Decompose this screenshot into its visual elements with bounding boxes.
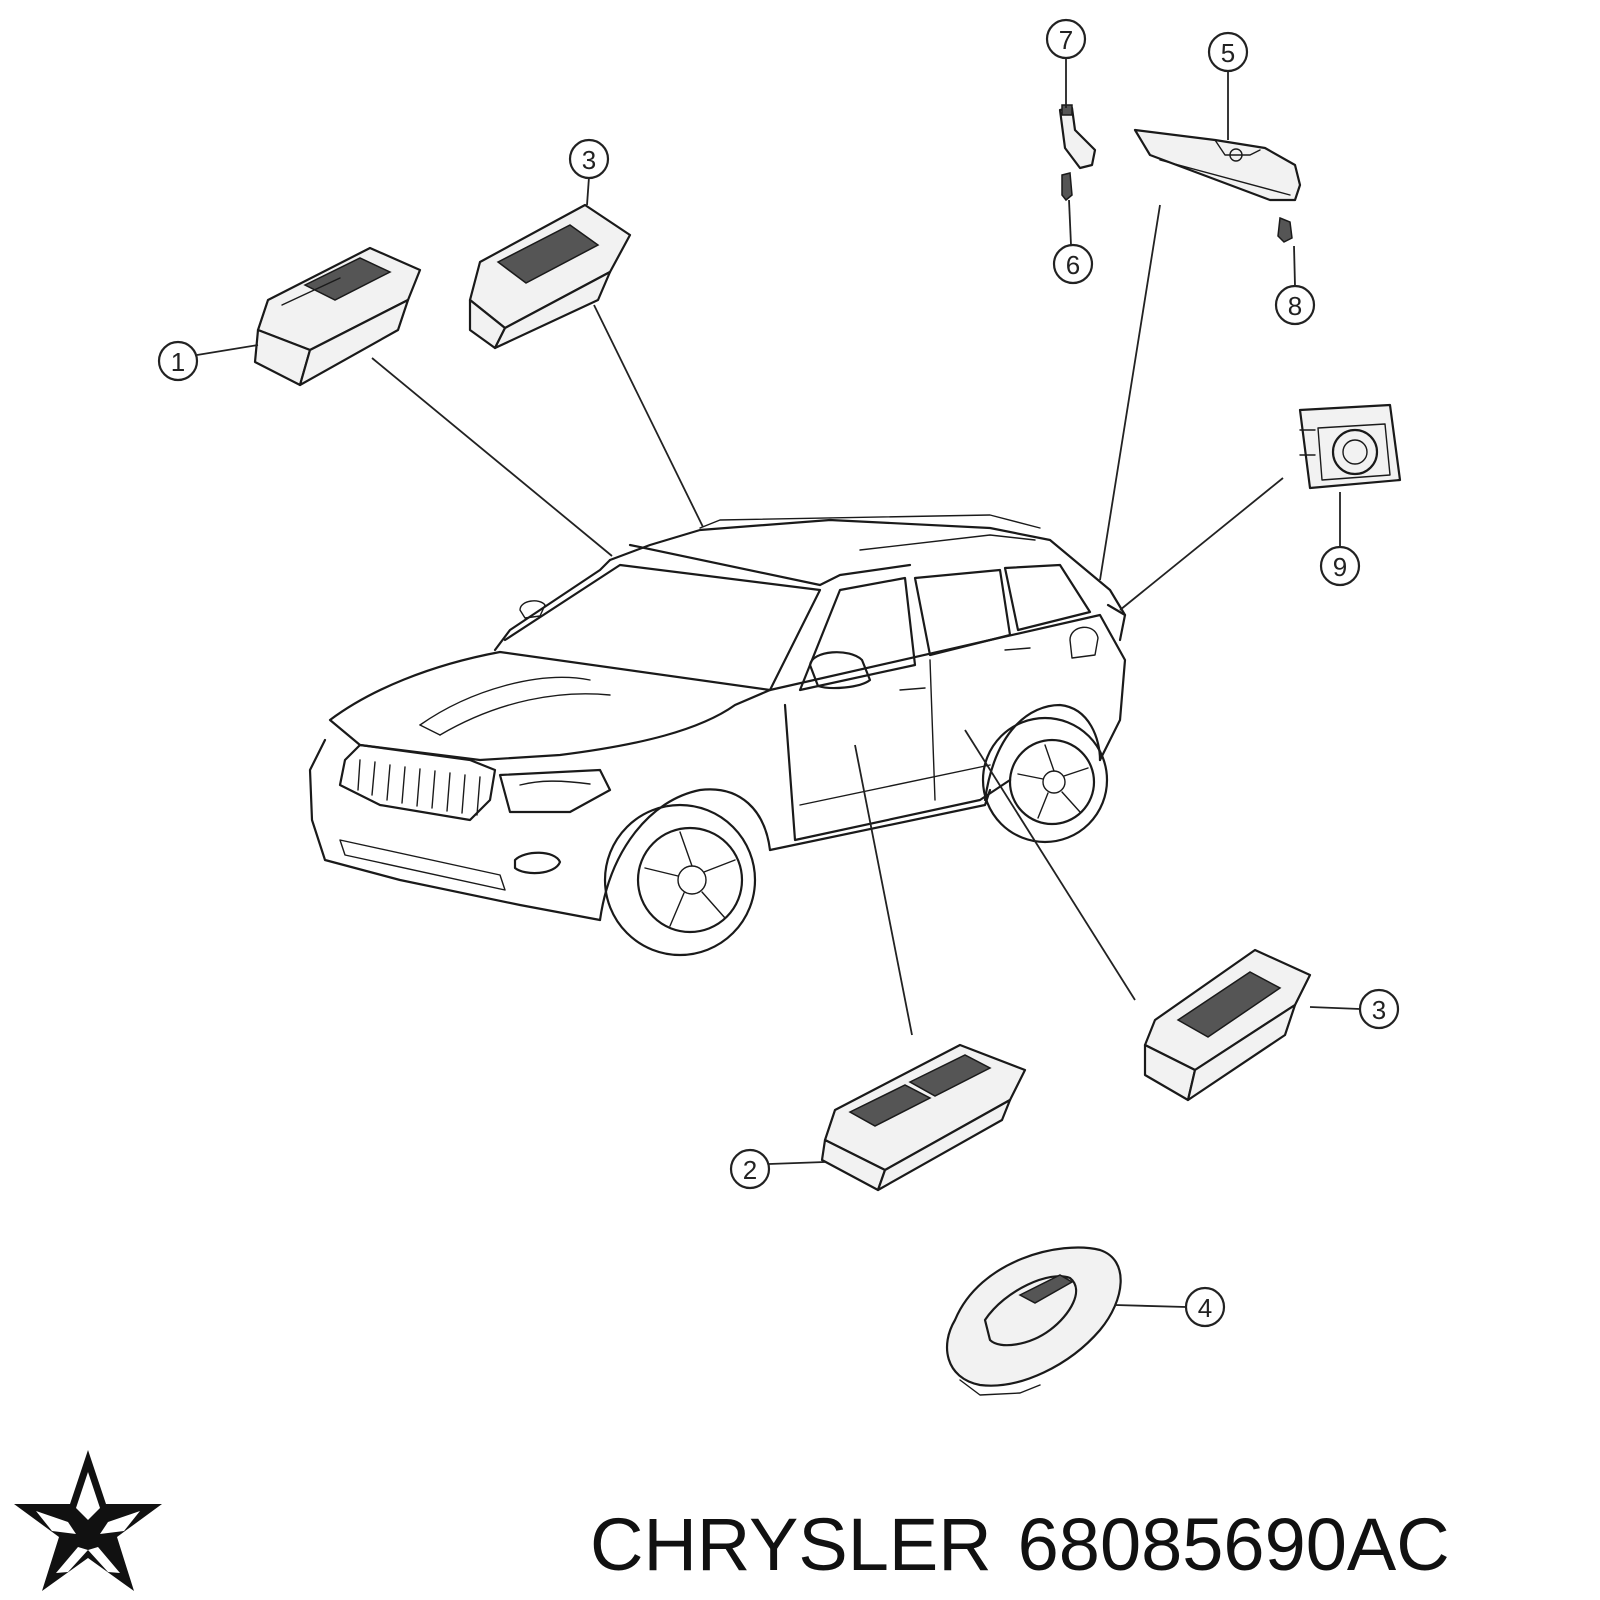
brand-caption: CHRYSLER 68085690AC (590, 1500, 1590, 1590)
callout-6: 6 (1052, 243, 1094, 285)
callout-3-top: 3 (568, 138, 610, 180)
callout-4-label: 4 (1198, 1293, 1212, 1323)
callout-9: 9 (1319, 545, 1361, 587)
callout-6-label: 6 (1066, 250, 1080, 280)
chrysler-pentastar-logo (14, 1450, 162, 1591)
part-7-sensor (1058, 104, 1097, 170)
part-number: 68085690AC (1017, 1503, 1450, 1586)
part-5-light-module (1133, 128, 1302, 202)
callout-9-label: 9 (1333, 552, 1347, 582)
part-2-master-window-switch (820, 1043, 1027, 1192)
callout-8-label: 8 (1288, 291, 1302, 321)
part-4-oval-switch (946, 1246, 1122, 1396)
callout-5: 5 (1207, 31, 1249, 73)
callout-3-top-label: 3 (582, 145, 596, 175)
callout-5-label: 5 (1221, 38, 1235, 68)
suv-vehicle-illustration (308, 514, 1127, 957)
part-6-screw (1061, 172, 1073, 202)
callout-1-label: 1 (171, 347, 185, 377)
callout-2: 2 (729, 1148, 771, 1190)
callout-4: 4 (1184, 1286, 1226, 1328)
callout-1: 1 (157, 340, 199, 382)
callout-7: 7 (1045, 18, 1087, 60)
part-8-screw (1277, 216, 1293, 243)
part-9-switch (1298, 403, 1402, 490)
leader-lines (196, 58, 1361, 1308)
part-1-window-switch (253, 246, 422, 387)
brand-name: CHRYSLER (590, 1503, 992, 1586)
callout-3-bottom-label: 3 (1372, 995, 1386, 1025)
callout-3-bottom: 3 (1358, 988, 1400, 1030)
callout-7-label: 7 (1059, 25, 1073, 55)
callout-2-label: 2 (743, 1155, 757, 1185)
callout-8: 8 (1274, 284, 1316, 326)
part-3-window-switch-top (468, 203, 632, 350)
part-3-window-switch-bottom (1143, 948, 1312, 1102)
